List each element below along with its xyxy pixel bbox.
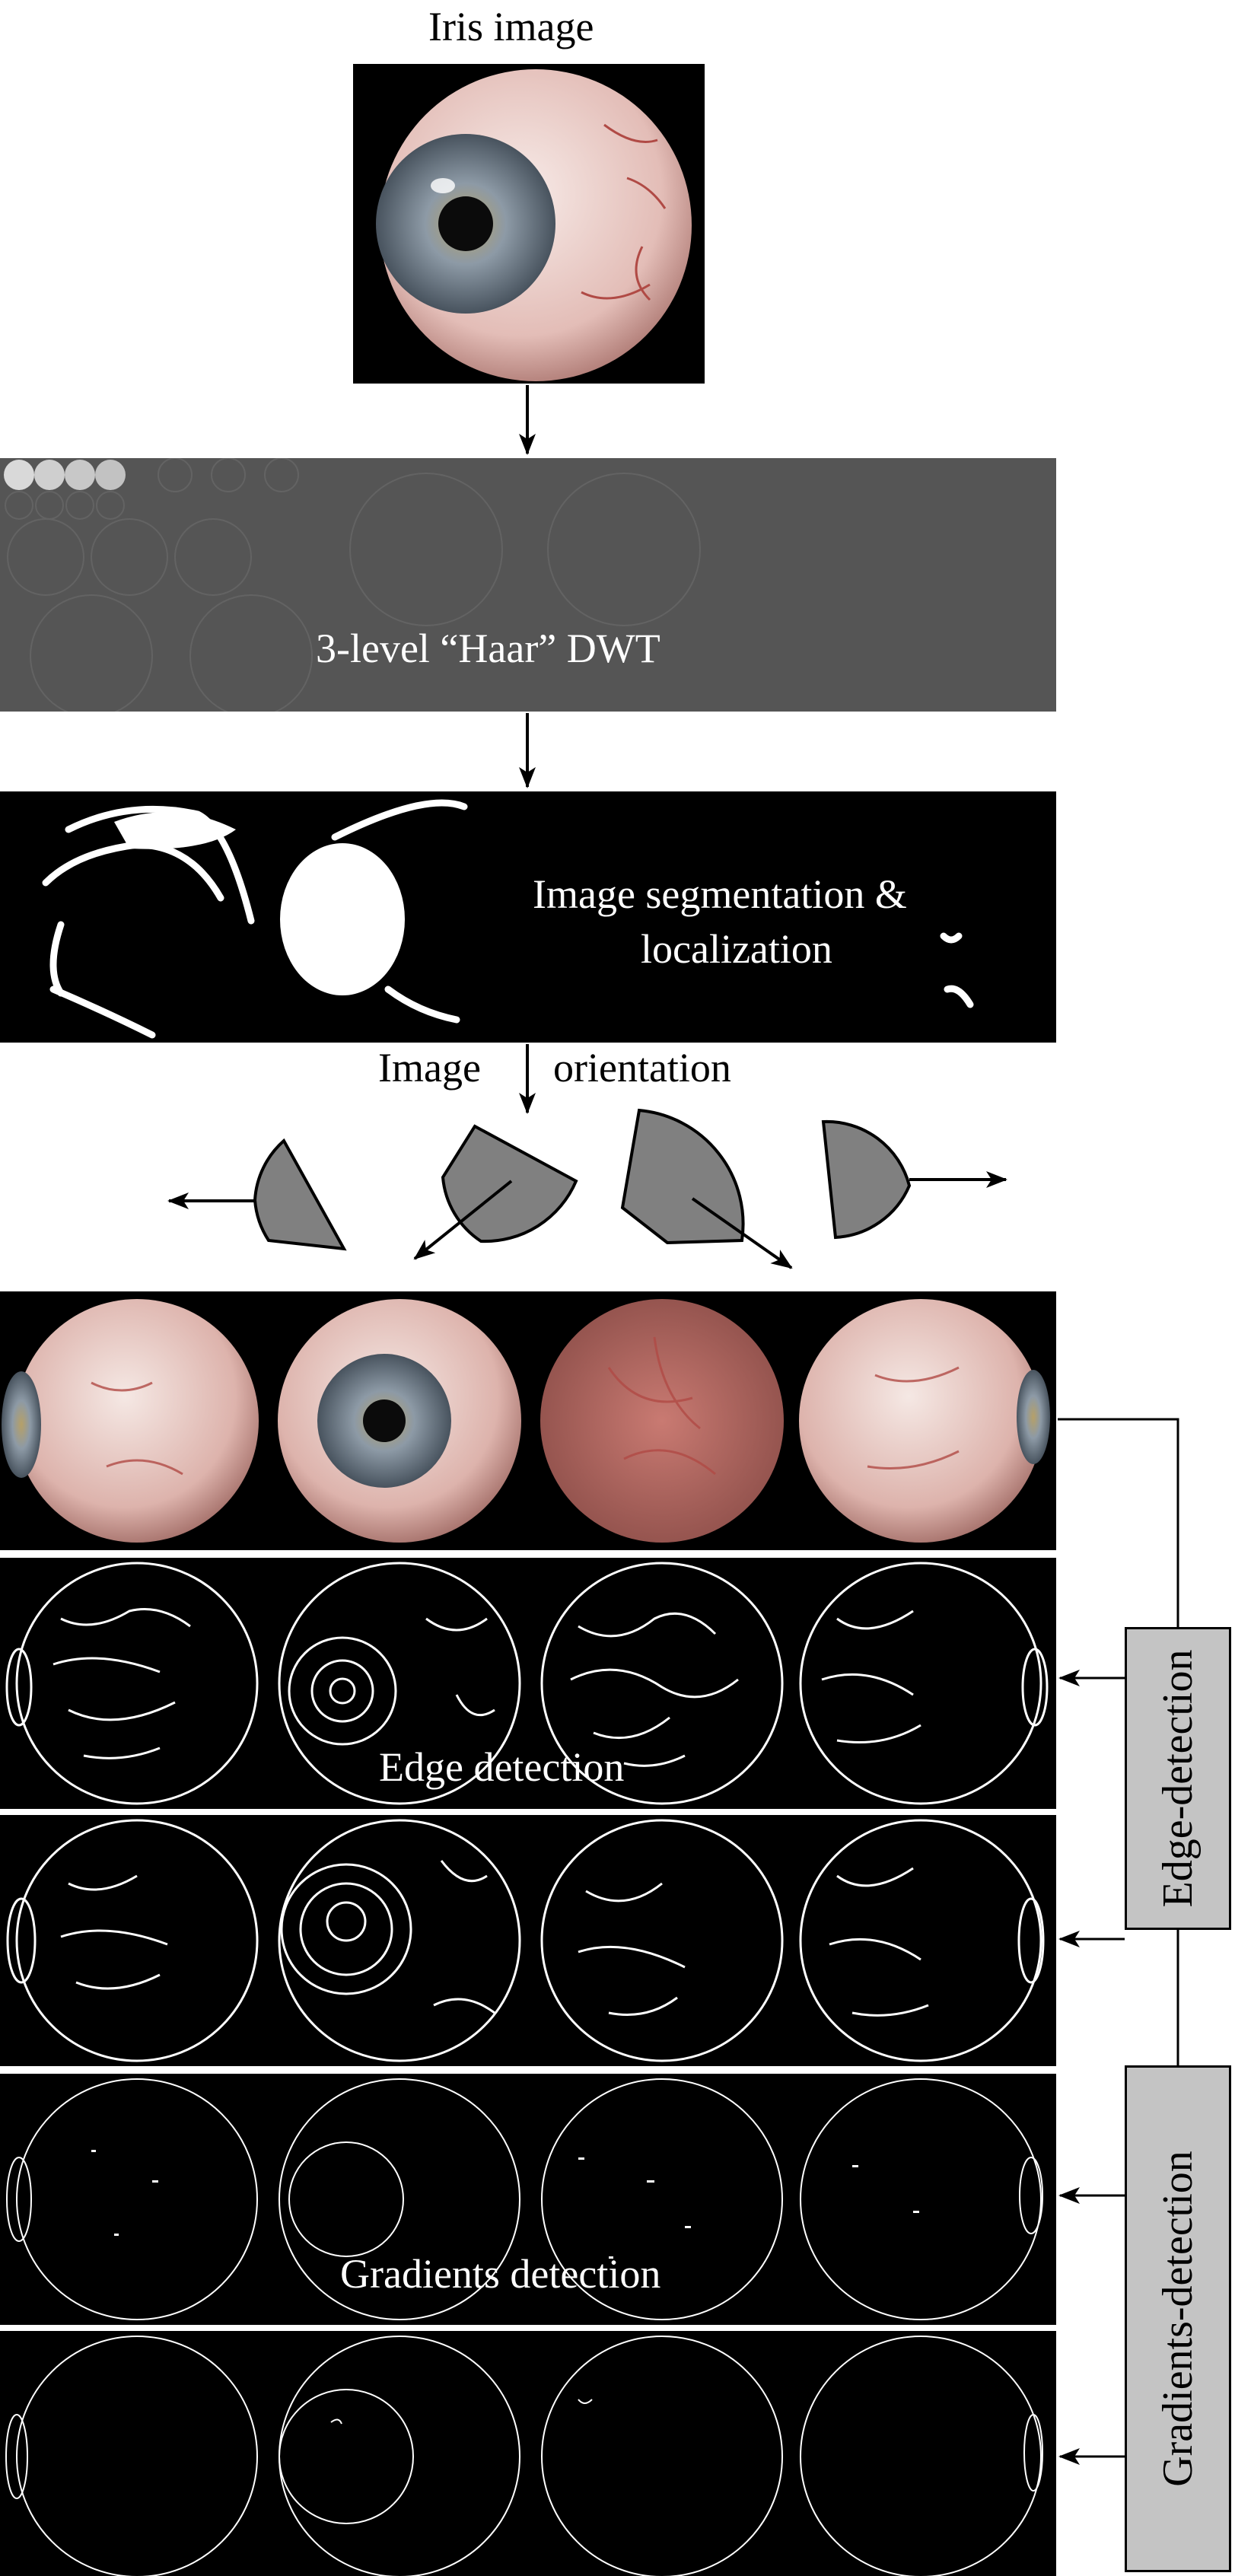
orientation-arrow-down-left: [413, 1180, 513, 1260]
gradient-map-1-graphic: [6, 2078, 1043, 2320]
segmentation-mask-graphic: [42, 799, 974, 1039]
gradients-detection-panel-2: [0, 2331, 1056, 2576]
orientation-shape-right: [821, 1119, 912, 1240]
segmentation-panel: Image segmentation & localization: [0, 791, 1056, 1043]
edge-detection-side-box: Edge-detection: [1125, 1627, 1231, 1930]
segmentation-label-line1: Image segmentation &: [533, 871, 907, 917]
edge-detection-panel-1: Edge detection: [0, 1558, 1056, 1809]
edge-map-2-graphic: [6, 1819, 1045, 2062]
dwt-label: 3-level “Haar” DWT: [316, 626, 660, 671]
dwt-subband-graphic: [4, 458, 701, 712]
orientation-label-orientation: orientation: [553, 1045, 731, 1091]
edge-map-1-graphic: [5, 1562, 1049, 1805]
gradients-detection-label: Gradients detection: [340, 2251, 661, 2297]
eyeballs-row-graphic: [2, 1299, 1050, 1543]
gradients-detection-panel-1: Gradients detection: [0, 2074, 1056, 2325]
iris-image: [353, 64, 705, 384]
diagram-title: Iris image: [428, 4, 594, 49]
edge-detection-panel-2: [0, 1815, 1056, 2066]
segmentation-label-line2: localization: [641, 926, 832, 972]
edge-detection-label: Edge detection: [379, 1744, 625, 1790]
dwt-panel: 3-level “Haar” DWT: [0, 458, 1056, 712]
iris-eyeball-graphic: [376, 69, 692, 381]
eyeballs-row-panel: [0, 1291, 1056, 1550]
orientation-arrow-down-right: [691, 1197, 793, 1269]
connector-eyeballs-to-boxes: [1058, 1418, 1179, 1627]
orientation-label-image: Image: [378, 1045, 481, 1091]
gradient-map-2-graphic: [5, 2336, 1043, 2576]
orientation-shape-left: [253, 1138, 347, 1251]
gradients-detection-side-box: Gradients-detection: [1125, 2065, 1231, 2572]
